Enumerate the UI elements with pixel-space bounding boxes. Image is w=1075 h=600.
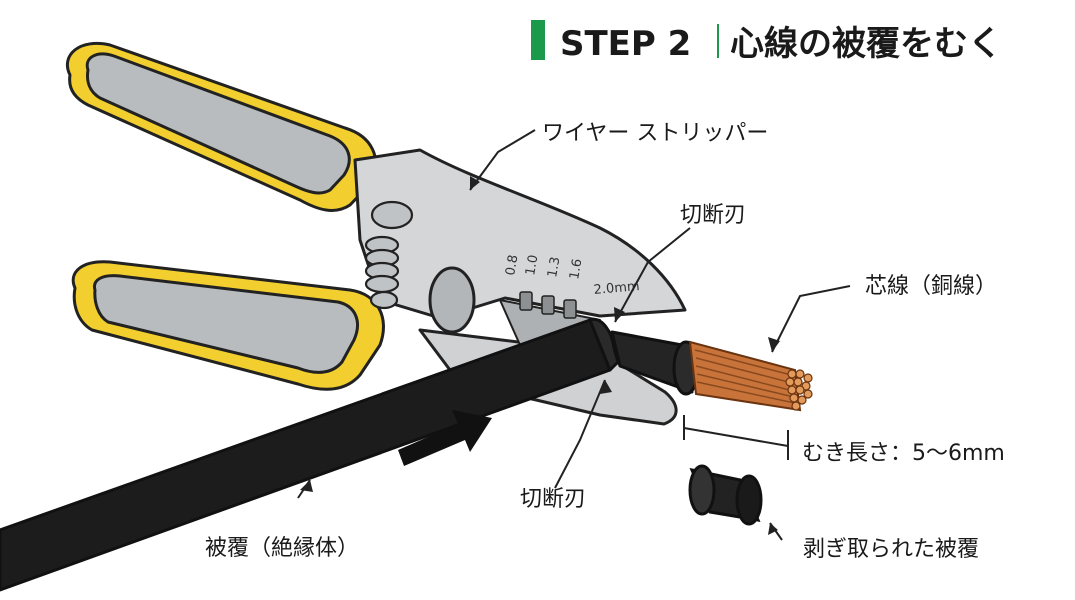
header: STEP 2 心線の被覆をむく (531, 20, 1002, 64)
removed-insulation (688, 464, 763, 526)
lower-handle (71, 260, 385, 391)
gauge-scale: 0.8 1.0 1.3 1.6 2.0mm (503, 254, 640, 298)
scale-mark: 1.6 (567, 258, 585, 281)
scale-mark: 0.8 (503, 254, 521, 277)
gauge-notches (519, 291, 577, 319)
label-tool: ワイヤー ストリッパー (542, 121, 768, 146)
header-accent-bar (531, 20, 545, 60)
copper-core (688, 340, 813, 412)
label-blade-top: 切断刃 (680, 203, 746, 228)
label-strip-length: むき長さ：5〜6mm (802, 441, 1005, 466)
leader-arrowheads (300, 176, 780, 535)
leader-lines (297, 129, 851, 541)
label-blade-bottom: 切断刃 (520, 487, 586, 512)
cable (0, 317, 700, 592)
push-arrow-icon (398, 410, 492, 466)
pivot-bolt (428, 266, 476, 334)
strip-length-dimension (683, 415, 789, 460)
core-strand-ends (785, 369, 813, 411)
upper-handle (66, 42, 378, 212)
label-removed: 剥ぎ取られた被覆 (803, 537, 979, 562)
stripper-head (353, 148, 687, 426)
label-insulation: 被覆（絶縁体） (205, 536, 359, 561)
step-label: STEP 2 (560, 24, 691, 64)
scale-mark: 1.3 (545, 256, 563, 279)
label-core: 芯線（銅線） (865, 274, 997, 299)
page-title: 心線の被覆をむく (730, 24, 1002, 64)
scale-mark: 2.0mm (593, 279, 640, 298)
spring (364, 200, 414, 310)
scale-mark: 1.0 (523, 254, 541, 277)
